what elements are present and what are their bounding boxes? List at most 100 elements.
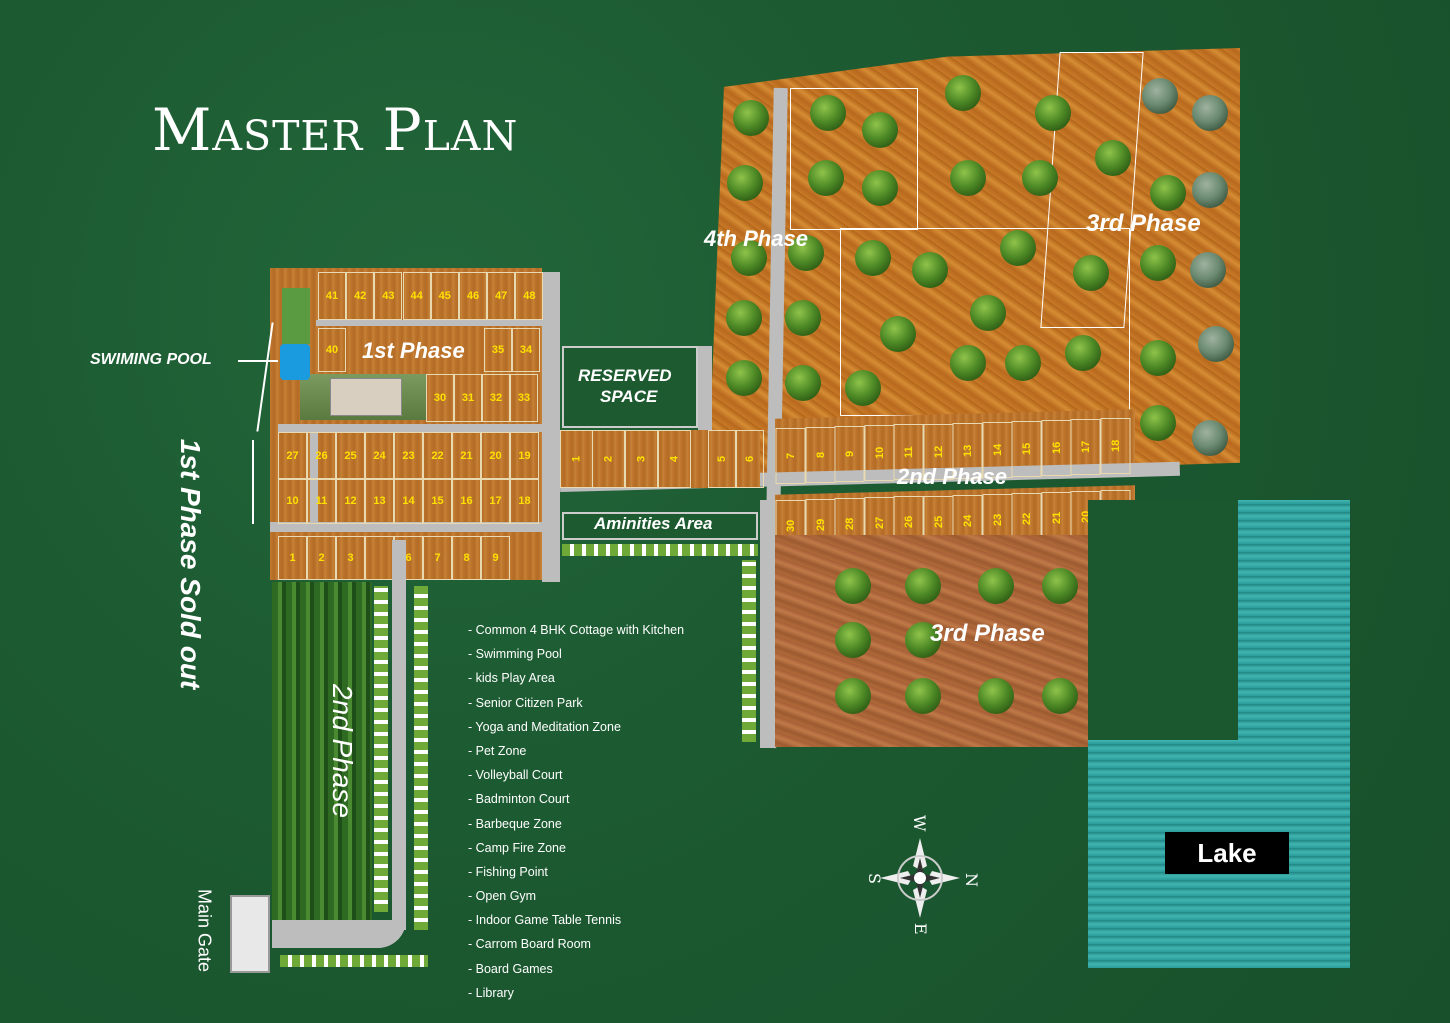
plot: 1 — [560, 430, 593, 488]
plot: 3 — [625, 430, 658, 488]
road-phase1-row-b — [278, 424, 542, 432]
plot: 2 — [307, 536, 336, 580]
tree — [727, 165, 763, 201]
tree — [855, 240, 891, 276]
tree — [1142, 78, 1178, 114]
tree — [970, 295, 1006, 331]
middle-plots-field — [560, 430, 760, 488]
compass-icon: W N S E — [865, 815, 980, 935]
hedge — [562, 544, 758, 556]
boundary-line — [252, 440, 254, 524]
plot: 12 — [336, 478, 365, 524]
tree — [726, 360, 762, 396]
plot: 18 — [510, 478, 539, 524]
tree — [945, 75, 981, 111]
compass-s: S — [865, 873, 884, 884]
tree — [1042, 568, 1078, 604]
plot: 15 — [1012, 420, 1042, 477]
phase3-bottom-label: 3rd Phase — [930, 620, 1045, 647]
amenity-item: Pet Zone — [468, 739, 684, 763]
road-phase1-row-a — [316, 320, 542, 326]
amenity-item: Open Gym — [468, 884, 684, 908]
plot: 4 — [658, 430, 691, 488]
lake-notch — [1088, 500, 1238, 740]
amenity-item: Barbeque Zone — [468, 812, 684, 836]
tree — [1042, 678, 1078, 714]
plot: 7 — [776, 428, 806, 484]
pool-pointer — [238, 360, 278, 362]
tree — [950, 160, 986, 196]
plot: 8 — [805, 427, 835, 484]
tree — [912, 252, 948, 288]
amenity-item: Camp Fire Zone — [468, 836, 684, 860]
plot: 19 — [510, 432, 539, 480]
amenity-item: Yoga and Meditation Zone — [468, 715, 684, 739]
aminities-area — [562, 512, 758, 540]
plot: 7 — [423, 536, 452, 580]
plot: 24 — [365, 432, 394, 480]
plot: 41 — [318, 272, 346, 320]
tree — [808, 160, 844, 196]
plot: 16 — [452, 478, 481, 524]
main-gate-label: Main Gate — [194, 888, 215, 973]
plot: 33 — [510, 374, 538, 422]
tree — [1140, 340, 1176, 376]
lake-label: Lake — [1165, 832, 1289, 874]
plot: 44 — [402, 272, 431, 320]
aminities-label: Aminities Area — [594, 514, 713, 533]
plot: 5 — [708, 430, 736, 488]
reserved-line1: RESERVED — [578, 366, 672, 385]
road-phase1-right — [542, 272, 560, 582]
plot: 40 — [318, 328, 346, 372]
plot: 8 — [452, 536, 481, 580]
cottage — [330, 378, 402, 416]
swimming-pool-label: SWIMING POOL — [90, 351, 212, 368]
swimming-pool — [280, 344, 310, 380]
plot: 45 — [430, 272, 459, 320]
phase4-plot-outline — [790, 88, 918, 230]
tree — [978, 678, 1014, 714]
tree — [1192, 172, 1228, 208]
hedge — [374, 586, 388, 912]
tree — [1035, 95, 1071, 131]
plot: 20 — [481, 432, 510, 480]
tree — [862, 170, 898, 206]
amenity-item: Library — [468, 981, 684, 1005]
plot: 21 — [452, 432, 481, 480]
amenity-item: Fishing Point — [468, 860, 684, 884]
tree — [733, 100, 769, 136]
tree — [1140, 405, 1176, 441]
road-phase1-row-c — [270, 522, 542, 532]
tree — [1073, 255, 1109, 291]
tree — [1198, 326, 1234, 362]
amenity-item: Senior Citizen Park — [468, 691, 684, 715]
tree — [1005, 345, 1041, 381]
page-title: Master Plan — [152, 96, 519, 164]
tree — [950, 345, 986, 381]
tree — [905, 678, 941, 714]
phase1-label: 1st Phase — [362, 338, 465, 363]
sold-out-label: 1st Phase Sold out — [175, 438, 206, 690]
plot: 31 — [454, 374, 482, 422]
tree — [978, 568, 1014, 604]
plot: 18 — [1100, 418, 1130, 475]
tree — [785, 365, 821, 401]
plot: 6 — [736, 430, 764, 488]
amenity-item: Indoor Game Table Tennis — [468, 908, 684, 932]
phase3-top-label: 3rd Phase — [1086, 210, 1201, 237]
plot: 46 — [459, 272, 487, 320]
plot: 13 — [365, 478, 394, 524]
plot: 9 — [481, 536, 510, 580]
tree — [788, 235, 824, 271]
reserved-line2: SPACE — [600, 387, 658, 406]
tree — [1065, 335, 1101, 371]
road-left-reserved — [698, 346, 712, 436]
plot: 34 — [512, 328, 540, 372]
amenity-item: Carrom Board Room — [468, 932, 684, 956]
road-phase2-vertical — [392, 540, 406, 930]
plot: 1 — [278, 536, 307, 580]
plot: 26 — [307, 432, 336, 480]
plot: 27 — [278, 432, 307, 480]
tree — [1192, 95, 1228, 131]
plot: 47 — [487, 272, 516, 320]
